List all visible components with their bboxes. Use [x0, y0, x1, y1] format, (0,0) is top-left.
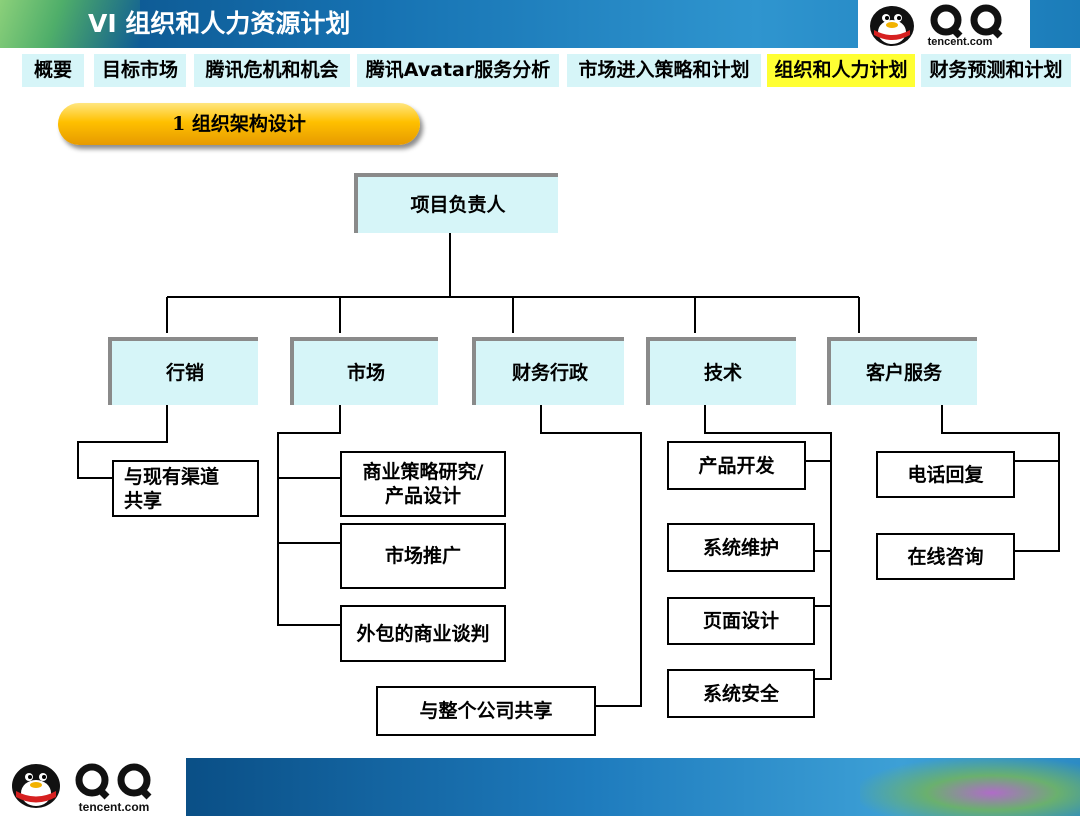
node-market-promotion: 市场推广	[340, 523, 506, 589]
node-label: 系统维护	[702, 536, 779, 559]
section-pill	[58, 103, 420, 145]
tab-target-market[interactable]: 目标市场	[94, 54, 186, 87]
dept-label: 技术	[703, 362, 742, 384]
tab-avatar-analysis[interactable]: 腾讯Avatar服务分析	[357, 54, 559, 87]
tab-finance-forecast[interactable]: 财务预测和计划	[921, 54, 1071, 87]
node-label: 电话回复	[907, 463, 984, 486]
org-root-label: 项目负责人	[410, 194, 506, 216]
node-phone-reply: 电话回复	[876, 451, 1015, 498]
node-label: 与整个公司共享	[419, 700, 553, 722]
logo-text-top: tencent.com	[928, 36, 993, 48]
node-label: 产品开发	[698, 454, 775, 477]
node-label: 页面设计	[702, 610, 779, 632]
dept-label: 财务行政	[511, 362, 588, 384]
tab-org-hr[interactable]: 组织和人力计划	[767, 54, 915, 87]
node-company-sharing: 与整个公司共享	[376, 686, 596, 736]
qq-logo-top: tencent.com	[858, 0, 1030, 48]
section-label: 1 组织架构设计	[172, 113, 306, 135]
node-outsourced-negotiation: 外包的商业谈判	[340, 605, 506, 662]
node-channel-sharing: 与现有渠道 共享	[112, 460, 259, 517]
node-system-security: 系统安全	[667, 669, 815, 718]
tab-overview[interactable]: 概要	[22, 54, 84, 87]
node-label: 外包的商业谈判	[356, 622, 490, 645]
qq-letters-icon	[75, 763, 152, 800]
node-label: 与现有渠道 共享	[124, 465, 220, 512]
header-decoration	[0, 0, 140, 48]
dept-label: 客户服务	[865, 362, 942, 384]
dept-label: 行销	[165, 362, 204, 384]
tab-crisis-opportunity[interactable]: 腾讯危机和机会	[194, 54, 350, 87]
node-online-consult: 在线咨询	[876, 533, 1015, 580]
node-strategy-research: 商业策略研究/ 产品设计	[340, 451, 506, 517]
tab-market-entry[interactable]: 市场进入策略和计划	[567, 54, 761, 87]
dept-marketing: 行销	[108, 337, 258, 405]
qq-logo-bottom: tencent.com	[0, 758, 180, 816]
dept-technology: 技术	[646, 337, 796, 405]
dept-finance-admin: 财务行政	[472, 337, 624, 405]
logo-text-bottom: tencent.com	[79, 800, 150, 814]
node-page-design: 页面设计	[667, 597, 815, 645]
node-label: 商业策略研究/ 产品设计	[362, 461, 484, 507]
node-system-maintenance: 系统维护	[667, 523, 815, 572]
node-label: 系统安全	[702, 682, 779, 705]
node-label: 市场推广	[384, 545, 461, 567]
slide-title: VI 组织和人力资源计划	[88, 9, 351, 38]
footer-flower-art	[860, 758, 1080, 816]
penguin-icon	[12, 764, 60, 808]
dept-customer-service: 客户服务	[827, 337, 977, 405]
dept-market: 市场	[290, 337, 438, 405]
qq-letters-icon	[930, 4, 1003, 39]
node-product-dev: 产品开发	[667, 441, 806, 490]
org-root-node: 项目负责人	[354, 173, 558, 233]
node-label: 在线咨询	[907, 545, 984, 568]
penguin-icon	[870, 6, 914, 46]
dept-label: 市场	[346, 362, 385, 384]
